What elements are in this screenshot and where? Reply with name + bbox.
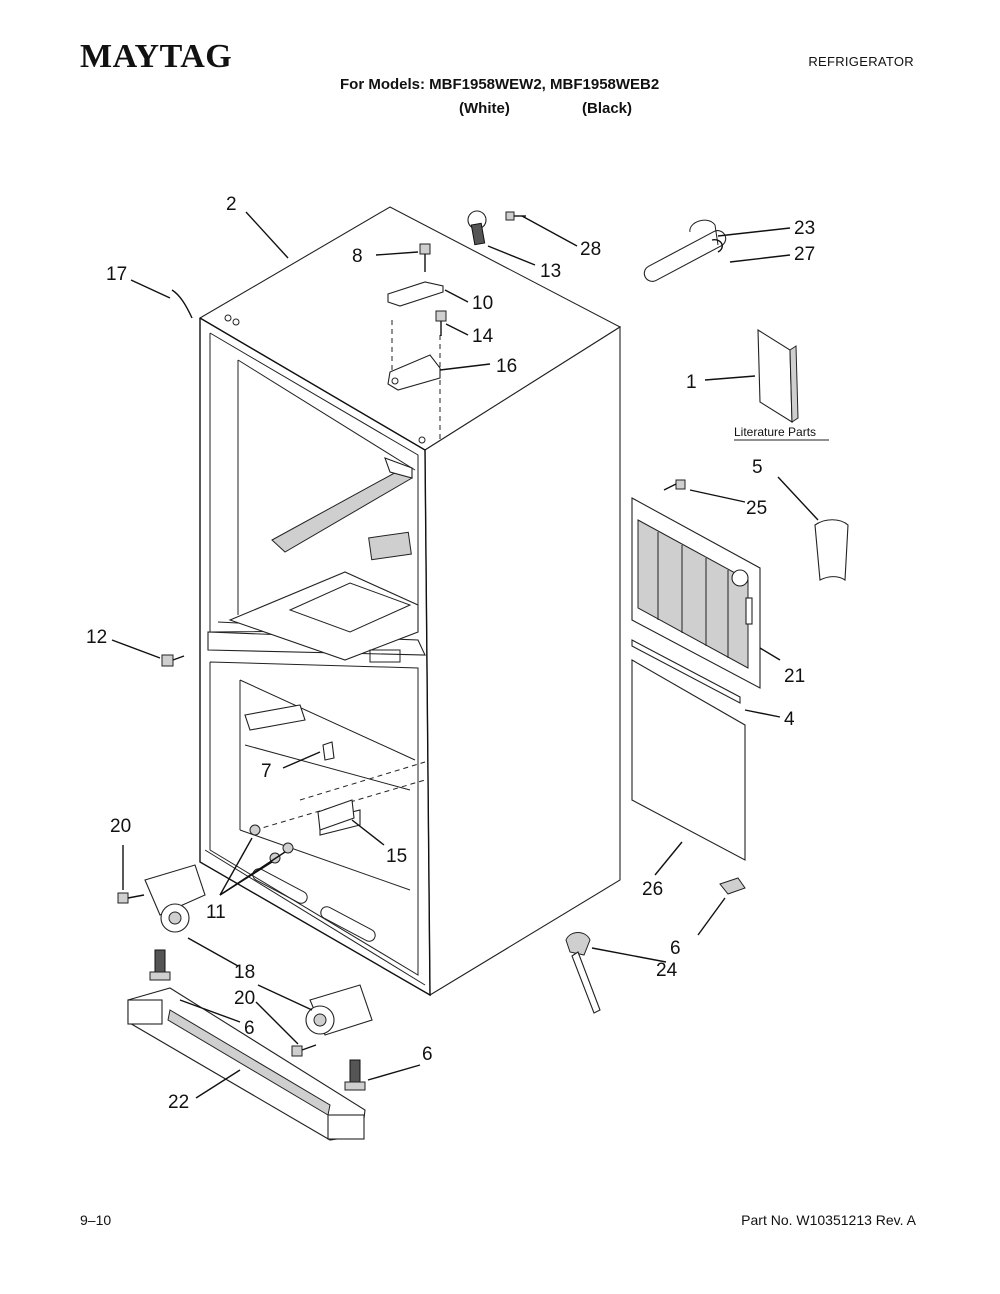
callout-6b: 6 — [422, 1044, 433, 1065]
variant-white: (White) — [459, 100, 510, 117]
part-22-base-grille — [127, 987, 366, 1141]
callout-16: 16 — [496, 356, 517, 377]
part-15-bracket — [317, 799, 355, 831]
callout-6: 6 — [244, 1018, 255, 1039]
part-28-screw — [505, 211, 526, 221]
part-25-screw — [663, 479, 686, 491]
part-12-screw — [161, 654, 185, 667]
part-8-clip — [719, 877, 746, 895]
part-11-screws — [249, 824, 294, 864]
part-10-hinge-cover — [387, 281, 444, 307]
callout-12: 12 — [86, 627, 107, 648]
callout-13: 13 — [540, 261, 561, 282]
callout-5: 5 — [752, 457, 763, 478]
callout-15: 15 — [386, 846, 407, 867]
part-5-clip — [814, 519, 849, 582]
part-24-tool — [565, 932, 601, 1014]
footer-date-code: 9–10 — [80, 1212, 112, 1228]
part-1-literature — [757, 328, 799, 424]
part-16-hinge — [387, 354, 441, 391]
callout-8: 6 — [670, 938, 681, 959]
part-9-screw — [419, 243, 431, 272]
appliance-category: REFRIGERATOR — [808, 54, 914, 69]
callout-18: 18 — [234, 962, 255, 983]
literature-label: Literature Parts — [734, 425, 816, 439]
callout-22: 22 — [168, 1092, 189, 1113]
callout-17: 17 — [106, 264, 127, 285]
callouts: 2 17 8 10 14 16 28 13 23 27 1 5 25 21 4 … — [86, 194, 815, 1113]
callout-27: 27 — [794, 244, 815, 265]
brand-logo: MAYTAG — [80, 38, 233, 75]
callout-7: 7 — [261, 761, 272, 782]
cabinet — [198, 206, 622, 997]
callout-21: 21 — [784, 666, 805, 687]
leader-lines — [111, 211, 819, 1099]
part-27-water-tube — [643, 219, 727, 282]
part-21-grille — [631, 497, 761, 689]
callout-10: 10 — [472, 293, 493, 314]
part-13-bracket — [467, 210, 487, 246]
callout-26: 26 — [642, 879, 663, 900]
callout-20: 20 — [110, 816, 131, 837]
callout-23: 23 — [794, 218, 815, 239]
callout-24: 24 — [656, 960, 678, 981]
callout-4: 4 — [784, 709, 795, 730]
variant-black: (Black) — [582, 100, 633, 117]
callout-1: 1 — [686, 372, 697, 393]
callout-14: 14 — [472, 326, 494, 347]
part-14-screw — [435, 310, 447, 336]
callout-11: 11 — [206, 902, 226, 923]
part-7-bracket — [322, 741, 335, 761]
part-18-rollers — [144, 864, 373, 1036]
callout-2: 2 — [226, 194, 237, 215]
part-4-trim-strip — [631, 639, 741, 704]
callout-28: 28 — [580, 239, 601, 260]
models-line: For Models: MBF1958WEW2, MBF1958WEB2 — [340, 76, 660, 93]
callout-9: 8 — [352, 246, 363, 267]
footer-part-number: Part No. W10351213 Rev. A — [741, 1212, 916, 1228]
part-26-kick-plate — [631, 659, 746, 861]
callout-20b: 20 — [234, 988, 255, 1009]
part-17-tube — [171, 289, 193, 319]
part-20-screws — [117, 892, 317, 1057]
callout-25: 25 — [746, 498, 767, 519]
part-6-leveling-legs — [149, 949, 366, 1091]
